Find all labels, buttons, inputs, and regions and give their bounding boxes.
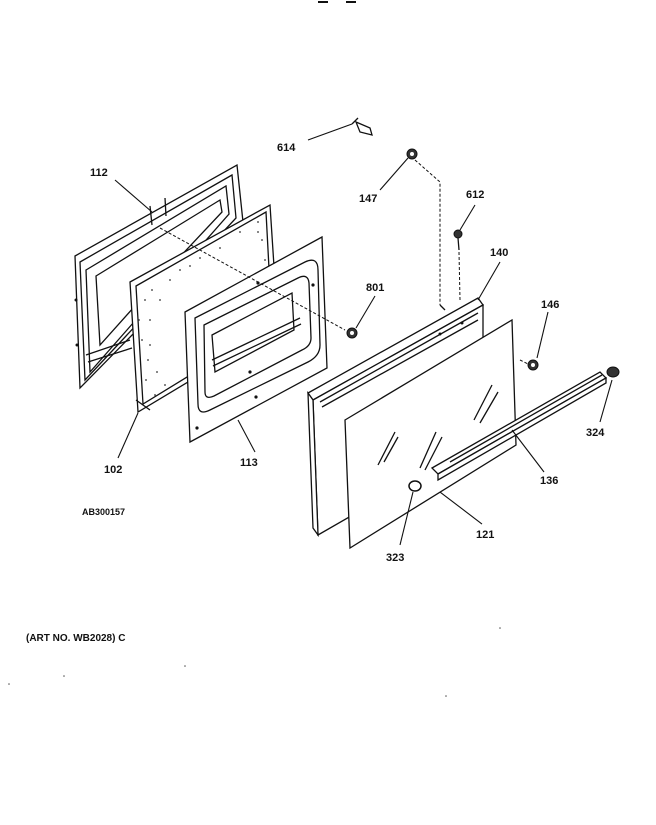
assembly-path-lines <box>159 159 531 366</box>
label-136: 136 <box>540 475 558 487</box>
label-140: 140 <box>490 247 508 259</box>
part-labels: 614 147 612 112 140 801 146 102 113 324 … <box>90 142 605 564</box>
door-glass <box>344 318 517 550</box>
screw-146 <box>527 359 539 371</box>
handle-end-cap-323 <box>408 480 422 492</box>
art-number: (ART NO. WB2028) C <box>26 633 125 644</box>
label-113: 113 <box>240 457 258 469</box>
label-324: 324 <box>586 427 605 439</box>
drawing-code: AB300157 <box>82 507 125 517</box>
screw-147 <box>406 148 418 160</box>
label-121: 121 <box>476 529 494 541</box>
inner-door-panel <box>184 235 328 444</box>
screw-801 <box>346 327 358 339</box>
glass-reflection-marks <box>377 384 499 471</box>
handle-end-cap-324 <box>606 366 620 378</box>
label-102: 102 <box>104 464 122 476</box>
screw-612 <box>453 229 463 251</box>
label-801: 801 <box>366 282 384 294</box>
door-handle <box>430 371 608 482</box>
label-323: 323 <box>386 552 404 564</box>
label-614: 614 <box>277 142 296 154</box>
label-112: 112 <box>90 167 108 179</box>
screw-614 <box>351 117 373 136</box>
label-146: 146 <box>541 299 559 311</box>
leader-lines <box>114 123 613 546</box>
label-612: 612 <box>466 189 484 201</box>
label-147: 147 <box>359 193 377 205</box>
scan-specks <box>8 627 501 697</box>
